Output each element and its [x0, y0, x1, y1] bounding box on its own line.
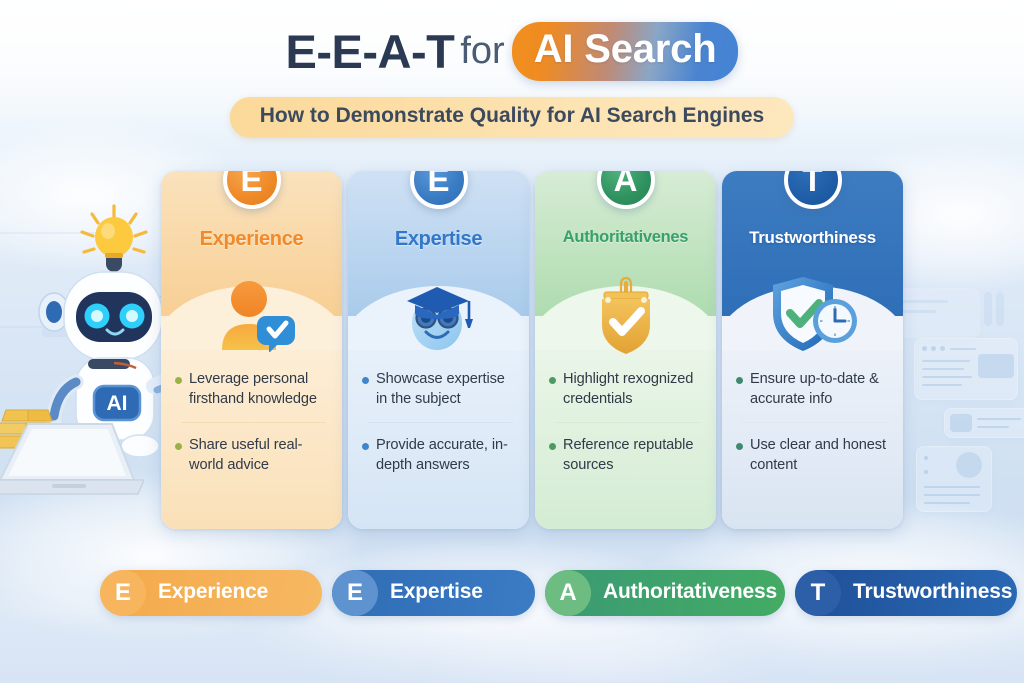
bullet-divider — [555, 422, 700, 424]
lightbulb-icon — [95, 217, 133, 272]
laptop-icon — [0, 418, 146, 498]
robot-chest-label: AI — [107, 392, 128, 415]
bullet-dot — [549, 443, 556, 451]
card-trustworthiness[interactable]: T Trustworthiness — [722, 171, 903, 529]
title-eeat: E-E-A-T — [285, 25, 455, 78]
bullet-dot — [362, 443, 369, 451]
bullet-item: Share useful real-world advice — [175, 435, 332, 475]
card-bullets: Ensure up-to-date & accurate info Use cl… — [736, 369, 893, 476]
legend-label: Expertise — [390, 580, 483, 603]
bullet-text: Leverage personal firsthand knowledge — [189, 371, 317, 408]
lightbulb-rays — [80, 204, 148, 254]
legend-row: E Experience E Expertise A Authoritative… — [0, 570, 1024, 618]
bullet-item: Leverage personal firsthand knowledge — [175, 369, 332, 409]
person-verified-icon — [161, 269, 342, 361]
bullet-text: Use clear and honest content — [750, 437, 886, 474]
legend-label: Trustworthiness — [853, 580, 1013, 603]
bullet-item: Provide accurate, in-depth answers — [362, 435, 519, 475]
card-bullets: Highlight rexognized credentials Referen… — [549, 369, 706, 476]
bullet-text: Reference reputable sources — [563, 437, 694, 474]
subtitle-banner: How to Demonstrate Quality for AI Search… — [229, 97, 795, 138]
bullet-dot — [175, 377, 182, 384]
legend-badge-letter: T — [795, 570, 841, 616]
legend-label: Experience — [158, 580, 269, 603]
legend-pill-experience[interactable]: E Experience — [100, 570, 322, 616]
bullet-divider — [181, 422, 326, 424]
robot-head — [63, 271, 163, 361]
bullet-dot — [736, 377, 743, 384]
bullet-dot — [736, 443, 743, 451]
bullet-item: Highlight rexognized credentials — [549, 369, 706, 409]
bullet-dot — [362, 377, 369, 384]
title-connector: for — [460, 30, 505, 72]
title-highlight-pill: AI Search — [511, 22, 739, 81]
bullet-text: Share useful real-world advice — [189, 437, 303, 474]
card-bullets: Leverage personal firsthand knowledge Sh… — [175, 369, 332, 476]
legend-pill-trustworthiness[interactable]: T Trustworthiness — [795, 570, 1017, 616]
legend-badge-letter: E — [332, 570, 378, 616]
card-title: Expertise — [394, 228, 483, 250]
card-authoritativeness[interactable]: A Authoritativenes — [535, 171, 716, 529]
legend-pill-expertise[interactable]: E Expertise — [332, 570, 535, 616]
card-expertise[interactable]: E Expertise — [348, 171, 529, 529]
pillar-cards: E Experience — [161, 171, 913, 529]
card-title: Authoritativenes — [562, 228, 689, 246]
bullet-text: Provide accurate, in-depth answers — [376, 437, 508, 474]
robot-mascot: AI — [14, 200, 204, 490]
graduate-face-icon — [348, 269, 529, 361]
bullet-item: Use clear and honest content — [736, 435, 893, 475]
gold-badge-check-icon — [535, 269, 716, 361]
legend-label: Authoritativeness — [603, 580, 777, 603]
card-experience[interactable]: E Experience — [161, 171, 342, 529]
card-bullets: Showcase expertise in the subject Provid… — [362, 369, 519, 476]
bullet-text: Ensure up-to-date & accurate info — [750, 371, 879, 408]
bullet-divider — [742, 422, 887, 424]
legend-pill-authoritativeness[interactable]: A Authoritativeness — [545, 570, 785, 616]
card-title: Trustworthiness — [749, 228, 876, 247]
bullet-item: Reference reputable sources — [549, 435, 706, 475]
bullet-text: Showcase expertise in the subject — [376, 371, 505, 408]
legend-badge-letter: E — [100, 570, 146, 616]
card-title: Experience — [199, 228, 304, 250]
shield-clock-icon — [722, 269, 903, 361]
bullet-text: Highlight rexognized credentials — [563, 371, 694, 408]
background-tech-ghost — [880, 270, 1020, 360]
bullet-item: Ensure up-to-date & accurate info — [736, 369, 893, 409]
background-ui-mockups — [914, 338, 1024, 518]
bullet-dot — [175, 443, 182, 451]
bullet-item: Showcase expertise in the subject — [362, 369, 519, 409]
bullet-dot — [549, 377, 556, 384]
bullet-divider — [368, 422, 513, 424]
legend-badge-letter: A — [545, 570, 591, 616]
